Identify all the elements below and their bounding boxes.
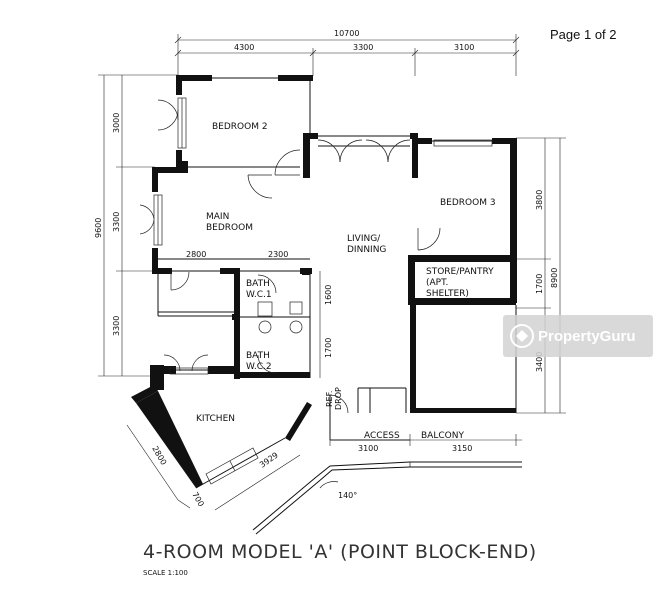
dim-bottom-1: 3100 xyxy=(358,444,378,453)
watermark-text: PropertyGuru xyxy=(538,328,636,345)
dim-left-total: 9600 xyxy=(94,218,103,238)
label-main-bedroom-1: MAIN xyxy=(206,212,229,222)
balcony-ledge xyxy=(252,461,522,535)
bottom-dimensions: 3100 3150 xyxy=(329,434,522,453)
label-store-3: SHELTER) xyxy=(426,289,469,299)
plan-title: 4-ROOM MODEL 'A' (POINT BLOCK-END) xyxy=(143,541,537,563)
dim-top-3: 3100 xyxy=(454,43,474,52)
label-living-1: LIVING/ xyxy=(347,234,381,244)
room-labels: BEDROOM 2 MAIN BEDROOM LIVING/ DINNING B… xyxy=(196,122,496,441)
dim-right-1: 3800 xyxy=(535,190,544,210)
left-dimensions: 9600 3000 3300 3300 xyxy=(94,74,178,377)
watermark-background xyxy=(503,315,653,357)
label-living-2: DINNING xyxy=(347,245,386,255)
dim-angle: 140° xyxy=(338,491,357,500)
dim-left-2: 3300 xyxy=(112,212,121,232)
dim-bath-2: 1700 xyxy=(324,338,333,358)
propertyguru-logo-icon xyxy=(510,324,534,348)
label-refuse-2: DROP xyxy=(334,387,343,410)
top-dimensions: 10700 4300 3300 3100 xyxy=(174,29,520,76)
label-main-bedroom-2: BEDROOM xyxy=(206,223,253,233)
dim-kitchen-3: 700 xyxy=(190,491,205,509)
watermark: PropertyGuru xyxy=(503,315,653,357)
label-access: ACCESS xyxy=(364,431,400,441)
dim-kitchen-2: 3929 xyxy=(258,451,280,470)
dim-bath-1: 1600 xyxy=(324,285,333,305)
label-bath-1b: W.C.1 xyxy=(246,290,272,300)
dim-right-3: 3400 xyxy=(535,352,544,372)
label-bedroom-3: BEDROOM 3 xyxy=(440,198,496,208)
label-balcony: BALCONY xyxy=(421,431,464,441)
doors xyxy=(139,99,441,414)
dim-right-2: 1700 xyxy=(535,274,544,294)
label-bath-1a: BATH xyxy=(246,279,270,289)
walls xyxy=(131,75,517,489)
plan-scale: SCALE 1:100 xyxy=(143,569,188,577)
dim-left-1: 3000 xyxy=(112,113,121,133)
dim-right-total: 8900 xyxy=(550,268,559,288)
dim-mb-2: 2300 xyxy=(268,250,288,259)
label-kitchen: KITCHEN xyxy=(196,414,235,424)
windows xyxy=(153,97,493,375)
dim-top-1: 4300 xyxy=(234,43,254,52)
dim-bottom-2: 3150 xyxy=(452,444,472,453)
label-bedroom-2: BEDROOM 2 xyxy=(212,122,268,132)
label-bath-2a: BATH xyxy=(246,351,270,361)
kitchen-counter xyxy=(205,447,259,485)
interior-dimensions: 2800 2300 1600 1700 xyxy=(186,250,333,378)
page-indicator: Page 1 of 2 xyxy=(550,27,617,42)
bath-fixtures xyxy=(257,301,303,334)
label-refuse-1: REF. xyxy=(325,391,334,407)
label-store-1: STORE/PANTRY xyxy=(426,267,494,277)
label-bath-2b: W.C.2 xyxy=(246,362,272,372)
dim-left-3: 3300 xyxy=(112,316,121,336)
label-store-2: (APT. xyxy=(426,278,448,288)
dim-total-width: 10700 xyxy=(334,29,359,38)
dim-top-2: 3300 xyxy=(353,43,373,52)
right-dimensions: 3800 1700 3400 8900 xyxy=(516,137,566,414)
dim-mb-1: 2800 xyxy=(186,250,206,259)
